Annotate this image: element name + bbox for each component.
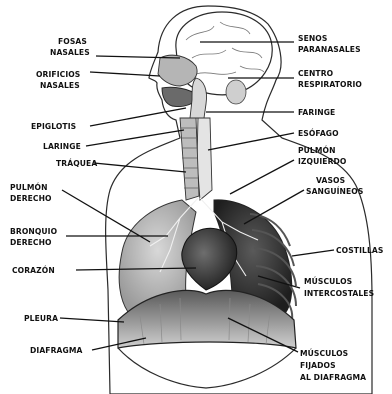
pharynx bbox=[190, 78, 207, 118]
label-pleura: PLEURA bbox=[24, 314, 58, 323]
labels-left: FOSAS NASALES ORIFICIOS NASALES EPIGLOTI… bbox=[10, 37, 97, 355]
label-corazon: CORAZÓN bbox=[12, 266, 55, 275]
label-epiglotis: EPIGLOTIS bbox=[31, 122, 76, 131]
esophagus bbox=[197, 118, 212, 200]
label-orificios-nasales: ORIFICIOS NASALES bbox=[36, 70, 83, 90]
label-musculos-intercostales: MÚSCULOS INTERCOSTALES bbox=[304, 277, 374, 298]
brain-folds bbox=[186, 22, 264, 74]
label-vasos-sanguineos: VASOS SANGUÍNEOS bbox=[306, 176, 363, 196]
label-fosas-nasales: FOSAS NASALES bbox=[50, 37, 90, 57]
label-centro-respiratorio: CENTRO RESPIRATORIO bbox=[298, 69, 362, 89]
label-pulmon-derecho: PULMÓN DERECHO bbox=[10, 183, 52, 203]
label-pulmon-izquierdo: PULMÓN IZQUIERDO bbox=[298, 146, 347, 166]
brainstem bbox=[226, 80, 246, 104]
anatomy-illustration bbox=[106, 6, 372, 394]
label-costillas: COSTILLAS bbox=[336, 246, 383, 255]
lower-abdomen-outline bbox=[118, 348, 296, 388]
label-laringe: LARINGE bbox=[43, 142, 81, 151]
label-faringe: FARINGE bbox=[298, 108, 335, 117]
label-musculos-fijados: MÚSCULOS FIJADOS AL DIAFRAGMA bbox=[300, 349, 366, 382]
label-bronquio-derecho: BRONQUIO DERECHO bbox=[10, 227, 60, 247]
label-esofago: ESÓFAGO bbox=[298, 129, 339, 138]
label-traquea: TRÁQUEA bbox=[56, 159, 97, 168]
labels-right: SENOS PARANASALES CENTRO RESPIRATORIO FA… bbox=[298, 34, 383, 382]
heart bbox=[182, 228, 237, 290]
nasal-cavity bbox=[158, 55, 197, 86]
label-diafragma: DIAFRAGMA bbox=[30, 346, 83, 355]
label-senos-paranasales: SENOS PARANASALES bbox=[298, 34, 361, 54]
